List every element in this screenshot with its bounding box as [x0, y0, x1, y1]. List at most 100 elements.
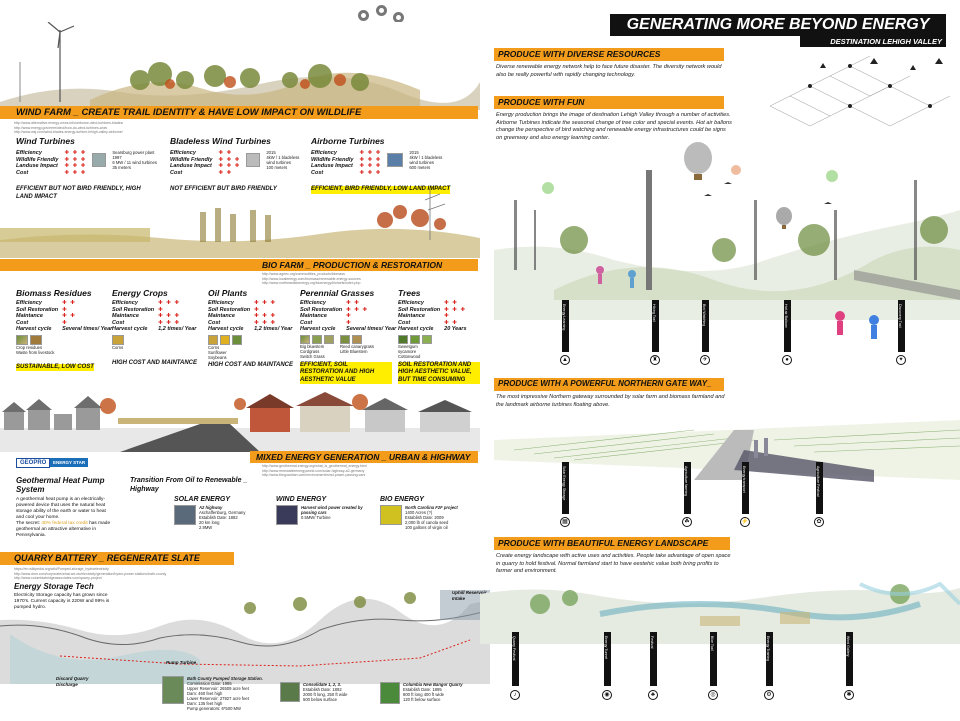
hot-air-balloon-icon: ●	[782, 355, 792, 365]
bio-column-residues: Biomass Residues Efficiency Soil Restora…	[16, 288, 112, 373]
link-text[interactable]: https://en.wikipedia.org/wiki/Pumped-sto…	[14, 567, 109, 571]
caption: Crop residues	[16, 344, 43, 350]
column-note: SUSTAINABLE, LOW COST	[16, 363, 94, 372]
vertical-label-text: Hiking Trail	[652, 304, 656, 322]
storage-title: Energy Storage Tech	[14, 582, 94, 591]
column-note: EFFICIENT, SOIL RESTORATION AND HIGH AES…	[300, 361, 392, 385]
row-label: Efficiency	[311, 150, 337, 156]
mixed-energy-banner: MIXED ENERGY GENERATION _ URBAN & HIGHWA…	[250, 451, 478, 463]
solar-highway-thumbnail	[174, 505, 196, 525]
label-festival: Festival	[650, 632, 657, 686]
rating-marks: ✚ ✚ ✚	[158, 313, 181, 320]
row-label: Wildlife Friendly	[170, 156, 213, 163]
rating-marks: ✚ ✚	[444, 300, 458, 306]
row-label: Cost	[208, 319, 221, 326]
hiking-trail-icon: ♜	[650, 355, 660, 365]
link-text[interactable]: http://www.theguardian.com/environment/w…	[262, 473, 366, 477]
section-banner-landscape: PRODUCE WITH BEAUTIFUL ENERGY LANDSCAPE	[494, 537, 730, 550]
secret-highlight: 40% federal tax credit	[41, 521, 88, 526]
row-label: Soil Restoration	[208, 306, 251, 313]
vertical-label-text: Agriculture Festival	[816, 466, 820, 497]
card-line: 800 ft long 400 ft wide	[403, 692, 444, 697]
tree-thumbnail	[398, 334, 408, 344]
link-text[interactable]: http://www.alternative-energy-news.info/…	[14, 121, 124, 125]
geopro-logo: GEOPRO	[16, 458, 51, 468]
urban-highway-landscape	[0, 390, 480, 452]
quarry-section-diagram	[0, 590, 490, 684]
transition-title: Transition From Oil to Renewable _ Highw…	[130, 477, 248, 493]
bath-county-thumbnail	[162, 676, 184, 704]
section-banner-diverse: PRODUCE WITH DIVERSE RESOURCES	[494, 48, 724, 61]
rating-marks: ✚	[346, 313, 352, 320]
rating-marks: ✚ ✚ ✚	[64, 163, 87, 170]
caption: sycamore	[398, 348, 417, 354]
harvest-cycle: 1,2 times/ Year	[158, 326, 197, 333]
row-label: Efficiency	[300, 300, 326, 306]
caption: Corns	[112, 344, 124, 350]
bio-links: http://www.agmrc.org/commodities_product…	[262, 272, 361, 286]
card-name: North Carolina F2F project	[405, 505, 458, 510]
caption: Switch Grass	[300, 353, 325, 359]
rating-marks: ✚ ✚	[62, 300, 76, 306]
row-label: Maintance	[16, 313, 43, 320]
wind-column-airborne: Airborne Turbines Efficiency Wildlife Fr…	[311, 136, 471, 195]
row-label: Landuse Impact	[16, 163, 58, 170]
rating-marks: ✚ ✚ ✚	[64, 156, 87, 163]
solar-energy-card: SOLAR ENERGY A2 highway Aschaffenburg, G…	[174, 496, 270, 530]
row-label: Efficiency	[170, 150, 196, 156]
page-title: GENERATING MORE BEYOND ENERGY	[610, 14, 946, 36]
mixed-links: http://www.geothermal-energy.org/what_is…	[262, 464, 367, 478]
card-title: BIO ENERGY	[380, 496, 424, 503]
vertical-label-text: Energy transport	[742, 466, 746, 493]
vertical-label-text: Hot air Balloon	[784, 304, 788, 328]
link-text[interactable]: http://www.wsj.com/wind-blades-energy-tu…	[14, 130, 123, 134]
link-text[interactable]: http://www.agmrc.org/commodities_product…	[262, 272, 345, 276]
link-text[interactable]: http://www.geothermal-energy.org/what_is…	[262, 464, 367, 468]
wind-highway-thumbnail	[276, 505, 298, 525]
column-note: SOIL RESTORATION AND HIGH AESTHETIC VALU…	[398, 361, 480, 385]
caption: 6 MW / 11 wind turbines	[112, 160, 157, 165]
row-label: Soil Restoration	[16, 306, 59, 313]
rating-marks: ✚ ✚	[218, 150, 233, 156]
card-line: Aschaffenburg, Germany	[199, 510, 246, 515]
columbia-thumbnail	[380, 682, 400, 704]
rating-marks: ✚ ✚ ✚	[254, 300, 277, 306]
row-label: Harvest cycle	[300, 326, 336, 333]
caption: Waste from livestock	[16, 349, 55, 355]
card-line: Establish Date: 1892	[303, 687, 342, 692]
link-text[interactable]: http://www.northeastbioenergy.org/bioene…	[262, 281, 361, 285]
row-label: Cost	[170, 169, 183, 176]
row-label: Harvest cycle	[208, 326, 244, 333]
label-bike-trail: Bike Trail	[710, 632, 717, 686]
link-text[interactable]: http://www.localenergy.com/biomass/renew…	[262, 276, 361, 281]
row-label: Efficiency	[208, 300, 234, 306]
bio-farm-landscape	[0, 190, 480, 258]
row-label: Cost	[398, 319, 411, 326]
grass-thumbnail	[340, 334, 350, 344]
geothermal-block: Geothermal Heat Pump System A geothermal…	[16, 476, 112, 539]
rating-marks: ✚ ✚ ✚	[359, 163, 382, 170]
caption: wind turbines	[409, 160, 435, 165]
grass-thumbnail	[324, 334, 334, 344]
rating-marks: ✚ ✚ ✚	[359, 156, 382, 163]
grass-thumbnail	[300, 334, 310, 344]
energy-landscape-scene	[480, 574, 960, 644]
rating-marks: ✚ ✚	[444, 319, 458, 326]
rating-marks: ✚ ✚ ✚	[218, 156, 241, 163]
link-text[interactable]: http://www.renewableenergyworld.com/sola…	[262, 468, 365, 473]
link-text[interactable]: http://www.dom.com/corporate/what-we-do/…	[14, 571, 167, 576]
wind-column-bladeless: Bladeless Wind Turbines Efficiency Wildl…	[170, 136, 310, 194]
card-line: 500 below surface	[303, 697, 337, 702]
wind-farm-landscape	[0, 22, 480, 110]
label-agriculture-farming: Agriculture farming	[684, 462, 691, 514]
quarry-links: https://en.wikipedia.org/wiki/Pumped-sto…	[14, 567, 166, 581]
link-text[interactable]: http://www.columbiabridgeassociates.com/…	[14, 576, 102, 580]
turbine-thumbnail	[387, 153, 404, 167]
energy-tunnel-icon: ◉	[602, 690, 612, 700]
rating-marks: ✚ ✚ ✚	[254, 319, 277, 326]
energy-training-icon: ⚙	[764, 690, 774, 700]
caption: Big bluestem	[300, 343, 325, 349]
wind-column-turbines: Wind Turbines Efficiency Wildlife Friend…	[16, 136, 166, 201]
link-text[interactable]: http://www.energy.gov/eere/wind/how-do-w…	[14, 125, 108, 130]
bike-trail-icon: ◎	[708, 690, 718, 700]
